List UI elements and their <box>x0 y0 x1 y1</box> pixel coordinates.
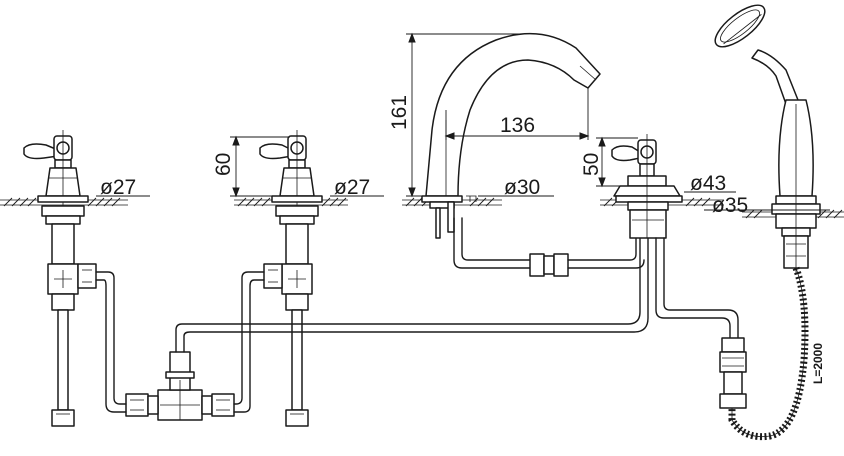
mixing-tee <box>125 351 235 421</box>
left-valve-diameter-label: ø27 <box>100 176 136 199</box>
middle-valve-height-dimension <box>230 135 290 198</box>
pipe-middle-to-tee <box>233 271 265 413</box>
mid-valve-height-label: 60 <box>212 153 235 176</box>
left-valve <box>0 130 128 427</box>
spout-reach-dimension <box>444 88 590 140</box>
pipe-diverter-to-hose <box>655 237 747 409</box>
pipe-tee-to-diverter <box>175 237 649 353</box>
middle-valve <box>234 130 348 427</box>
spout-height-dimension <box>406 32 520 198</box>
diverter-height-label: 50 <box>580 153 603 176</box>
shower-hose <box>728 266 809 441</box>
diverter-diameter-label: ø43 <box>690 172 726 195</box>
hand-shower <box>714 4 844 274</box>
pipe-left-to-tee <box>95 271 127 413</box>
diverter-height-dimension <box>596 136 638 188</box>
shower-holder-diameter-label: ø35 <box>712 194 748 217</box>
spout-height-label: 161 <box>388 95 411 130</box>
pipe-spout-to-diverter <box>453 217 645 277</box>
spout <box>402 32 601 239</box>
hose-length-label: L=2000 <box>811 343 825 384</box>
diverter-valve <box>600 134 724 239</box>
spout-reach-label: 136 <box>500 114 535 137</box>
spout-diameter-label: ø30 <box>504 176 540 199</box>
mid-valve-diameter-label: ø27 <box>334 176 370 199</box>
